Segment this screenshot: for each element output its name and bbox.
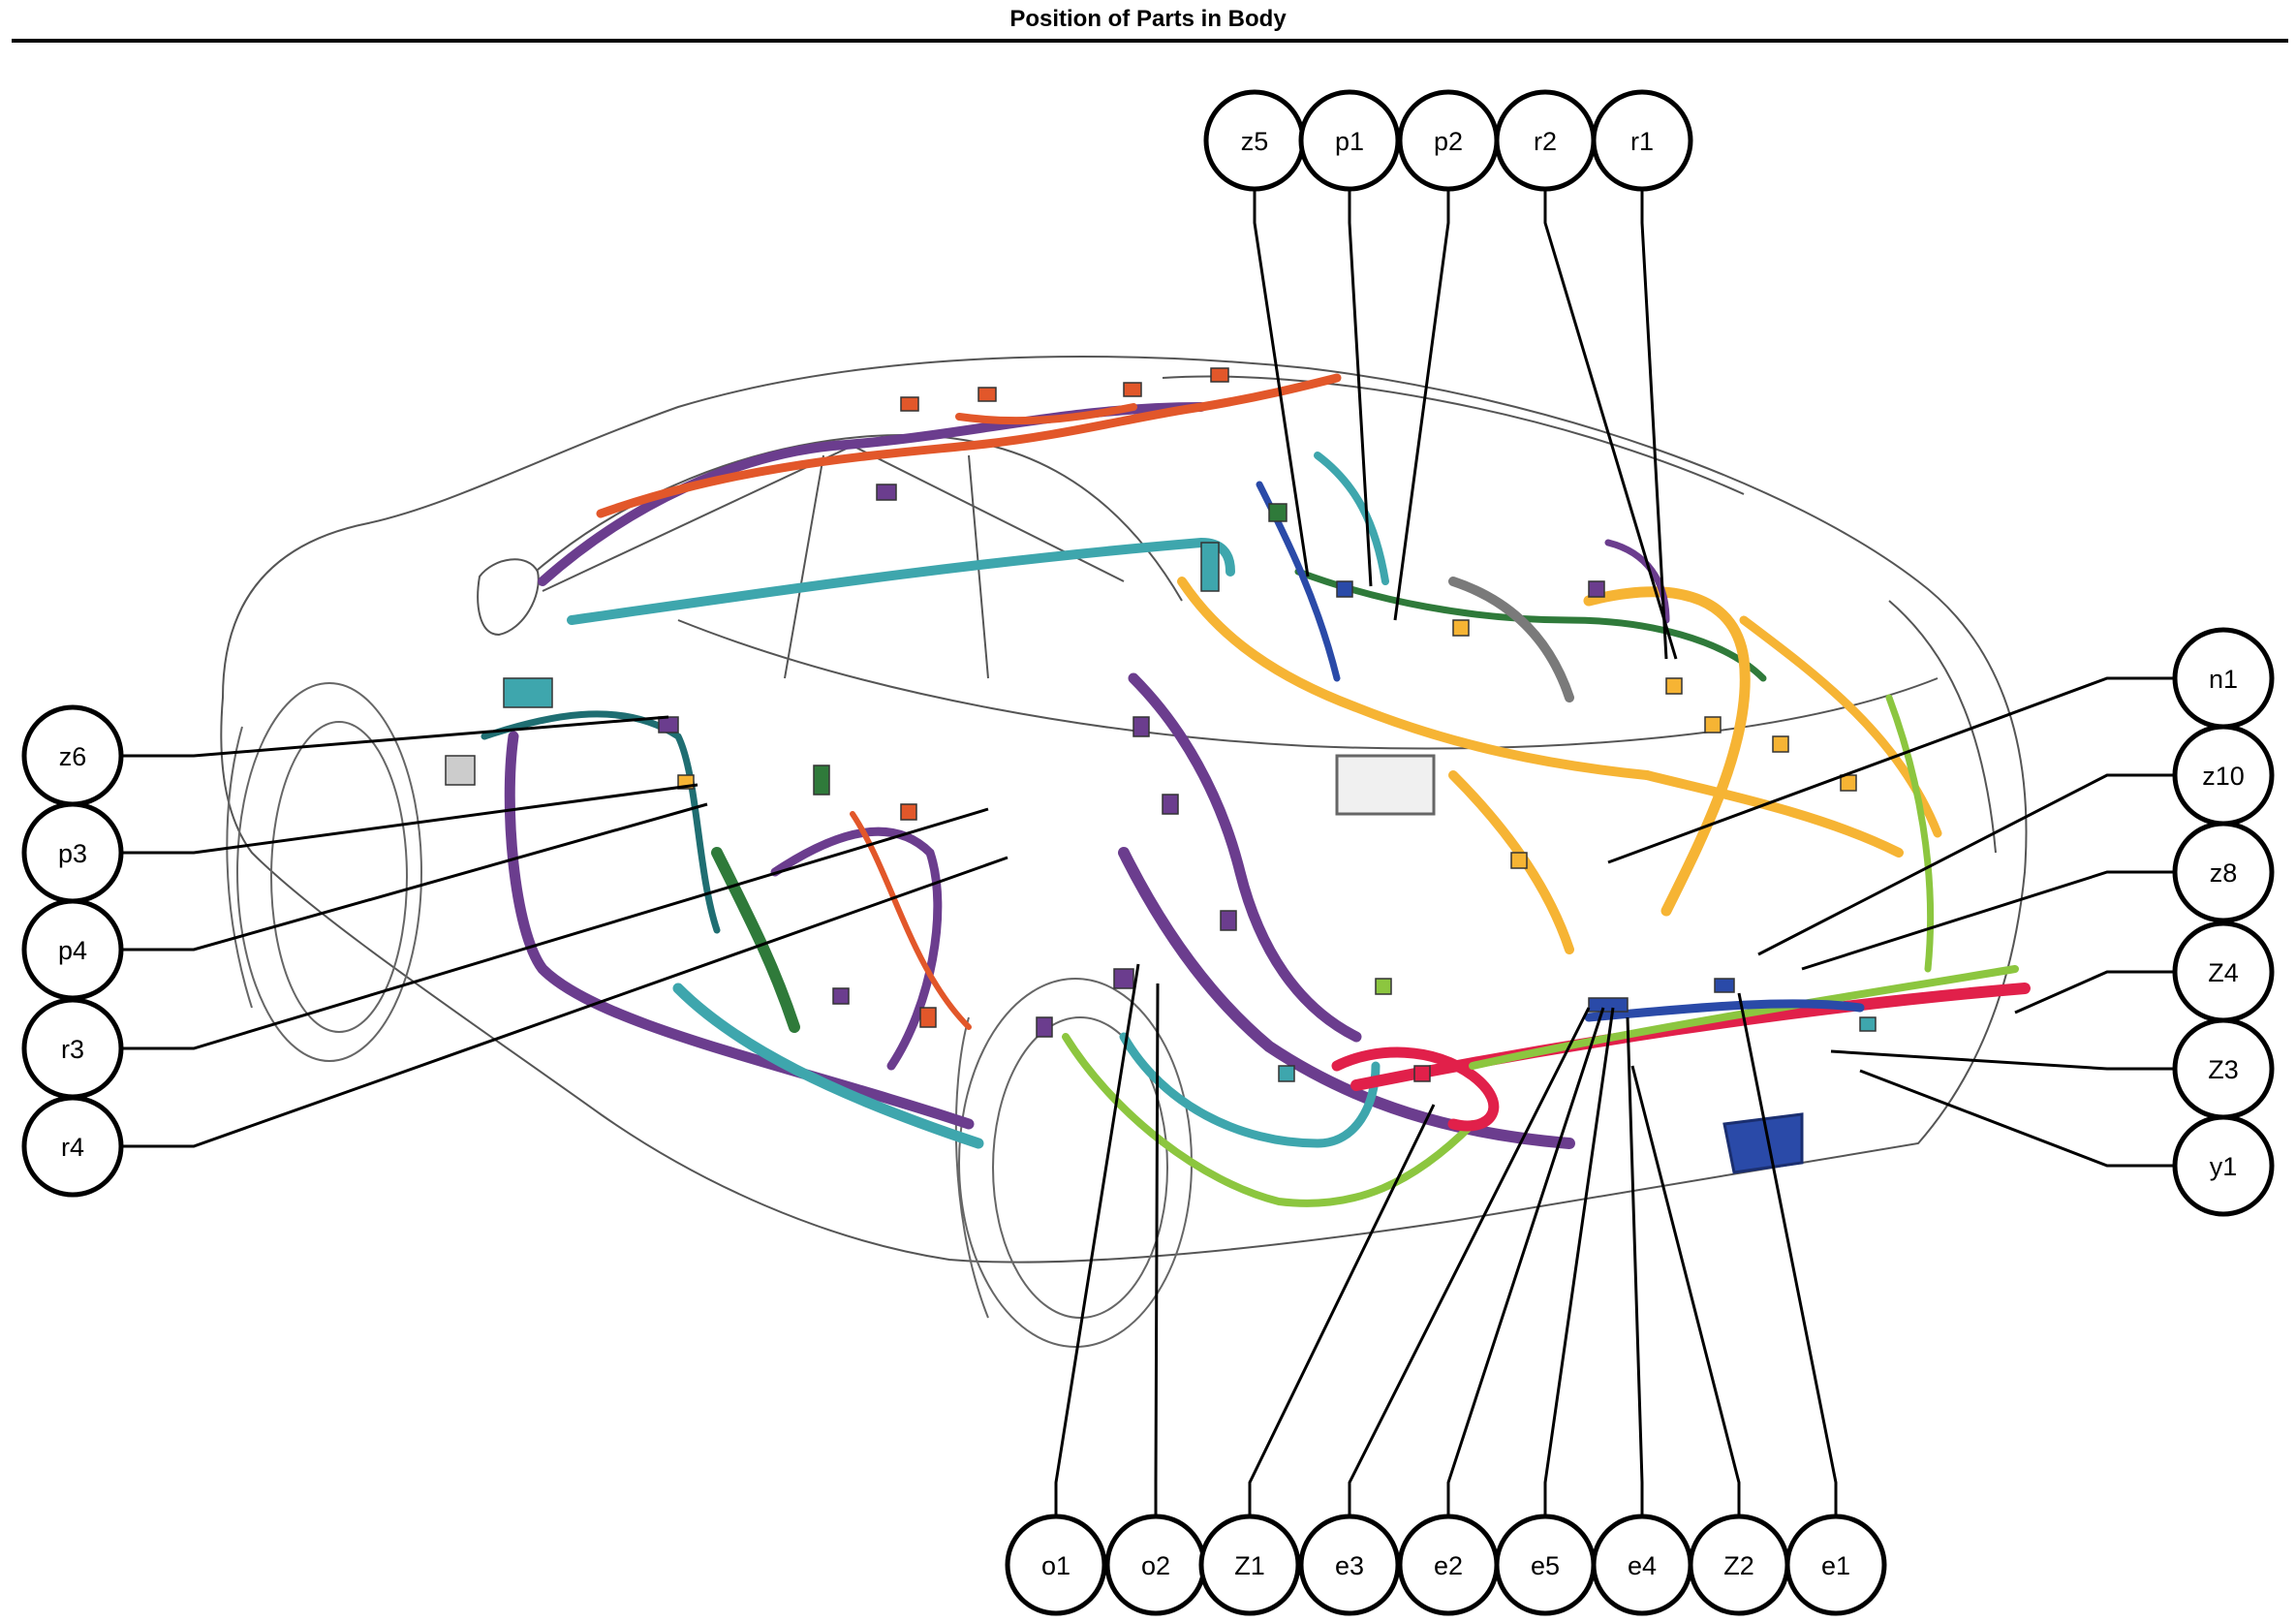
callout-label: o1 (1041, 1551, 1070, 1580)
callout-y1: y1 (2172, 1114, 2275, 1217)
leader-line-r3 (122, 807, 989, 1050)
callout-p3: p3 (21, 801, 124, 904)
callout-label: z10 (2202, 762, 2245, 791)
leader-line-z10 (1757, 773, 2174, 956)
callout-circle (2172, 1114, 2275, 1217)
callout-p4: p4 (21, 898, 124, 1001)
callout-o1: o1 (1005, 1514, 1107, 1616)
callout-Z1: Z1 (1198, 1514, 1301, 1616)
callout-circle (2172, 821, 2275, 923)
callout-label: r4 (61, 1133, 84, 1162)
callout-circle (21, 1095, 124, 1198)
callout-circle (1198, 1514, 1301, 1616)
callout-label: r2 (1534, 127, 1557, 156)
rear-wheel (226, 682, 422, 1062)
callout-z8: z8 (2172, 821, 2275, 923)
car-body-outline (220, 356, 2028, 1264)
callout-circle (1005, 1514, 1107, 1616)
callout-e4: e4 (1591, 1514, 1693, 1616)
leader-line-r1 (1640, 190, 1668, 660)
engine-harness (1177, 452, 1942, 973)
callout-label: z5 (1241, 127, 1269, 156)
callout-e5: e5 (1494, 1514, 1597, 1616)
callout-e1: e1 (1784, 1514, 1887, 1616)
leader-line-e5 (1543, 1007, 1615, 1515)
callout-label: r1 (1630, 127, 1654, 156)
callout-label: p4 (58, 936, 87, 965)
callout-n1: n1 (2172, 627, 2275, 730)
callout-label: z8 (2210, 858, 2238, 888)
callout-label: e1 (1821, 1551, 1850, 1580)
leader-line-e3 (1348, 1007, 1591, 1515)
callout-p2: p2 (1397, 89, 1500, 192)
callout-label: e3 (1335, 1551, 1364, 1580)
leader-line-r4 (122, 856, 1008, 1148)
callout-label: r3 (61, 1035, 84, 1064)
leader-line-n1 (1607, 676, 2174, 864)
callout-z10: z10 (2172, 724, 2275, 827)
title-rule (12, 39, 2288, 43)
side-mirror (477, 558, 540, 637)
leader-line-Z1 (1248, 1104, 1436, 1515)
callout-label: n1 (2209, 665, 2238, 694)
callout-z6: z6 (21, 704, 124, 807)
callout-Z2: Z2 (1688, 1514, 1790, 1616)
callout-label: p2 (1434, 127, 1463, 156)
leader-line-z8 (1801, 870, 2174, 971)
leader-line-e1 (1737, 992, 1838, 1515)
leader-line-p1 (1348, 190, 1373, 587)
callout-e2: e2 (1397, 1514, 1500, 1616)
callout-label: p3 (58, 839, 87, 868)
callout-circle (1784, 1514, 1887, 1616)
callout-label: e2 (1434, 1551, 1463, 1580)
callout-r2: r2 (1494, 89, 1597, 192)
leader-line-e2 (1446, 1007, 1605, 1515)
callout-label: Z1 (1234, 1551, 1265, 1580)
page-title: Position of Parts in Body (1009, 6, 1287, 32)
callout-Z4: Z4 (2172, 921, 2275, 1023)
callout-circle (1591, 89, 1693, 192)
rear-harness (481, 710, 984, 1149)
leader-line-o1 (1054, 963, 1140, 1515)
leader-lines (122, 190, 2174, 1515)
leader-line-p2 (1393, 190, 1450, 621)
callout-label: p1 (1335, 127, 1364, 156)
callout-label: Z3 (2208, 1055, 2239, 1084)
callout-label: e4 (1628, 1551, 1657, 1580)
callout-label: Z2 (1723, 1551, 1754, 1580)
callout-o2: o2 (1104, 1514, 1207, 1616)
leader-line-p4 (122, 802, 708, 952)
connector-blocks (445, 367, 1877, 1082)
leader-line-o2 (1154, 983, 1160, 1515)
leader-line-z5 (1253, 190, 1310, 577)
callout-p1: p1 (1298, 89, 1401, 192)
leader-line-Z2 (1630, 1065, 1741, 1515)
leader-line-Z4 (2014, 970, 2174, 1014)
leader-line-Z3 (1830, 1049, 2174, 1071)
leader-line-e4 (1626, 1016, 1644, 1515)
callout-e3: e3 (1298, 1514, 1401, 1616)
callout-label: e5 (1531, 1551, 1560, 1580)
leader-line-r2 (1543, 190, 1678, 660)
callout-z5: z5 (1203, 89, 1306, 192)
leader-line-p3 (122, 783, 698, 855)
callout-r1: r1 (1591, 89, 1693, 192)
callout-r4: r4 (21, 1095, 124, 1198)
callout-Z3: Z3 (2172, 1017, 2275, 1120)
callout-label: y1 (2210, 1152, 2238, 1181)
body-harness (1062, 672, 2031, 1207)
callout-label: Z4 (2208, 958, 2239, 987)
callout-r3: r3 (21, 997, 124, 1100)
callout-label: z6 (59, 742, 87, 771)
callout-label: o2 (1141, 1551, 1170, 1580)
leader-line-y1 (1859, 1069, 2174, 1168)
leader-line-z6 (122, 715, 669, 758)
